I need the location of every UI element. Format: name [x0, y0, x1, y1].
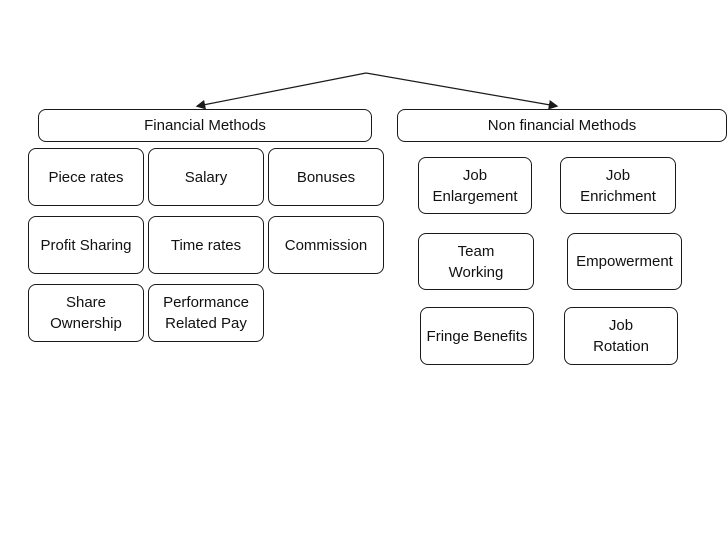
- box-job-enrichment: Job Enrichment: [560, 157, 676, 214]
- box-share-ownership: Share Ownership: [28, 284, 144, 342]
- connector-to-non-financial: [365, 72, 559, 110]
- box-bonuses: Bonuses: [268, 148, 384, 206]
- box-team-working: Team Working: [418, 233, 534, 290]
- box-time-rates: Time rates: [148, 216, 264, 274]
- header-non-financial-methods: Non financial Methods: [397, 109, 727, 142]
- connector-to-financial: [195, 72, 367, 110]
- box-salary: Salary: [148, 148, 264, 206]
- box-job-rotation: Job Rotation: [564, 307, 678, 365]
- box-fringe-benefits: Fringe Benefits: [420, 307, 534, 365]
- box-profit-sharing: Profit Sharing: [28, 216, 144, 274]
- box-performance-related-pay: Performance Related Pay: [148, 284, 264, 342]
- header-financial-methods: Financial Methods: [38, 109, 372, 142]
- box-commission: Commission: [268, 216, 384, 274]
- box-piece-rates: Piece rates: [28, 148, 144, 206]
- box-empowerment: Empowerment: [567, 233, 682, 290]
- box-job-enlargement: Job Enlargement: [418, 157, 532, 214]
